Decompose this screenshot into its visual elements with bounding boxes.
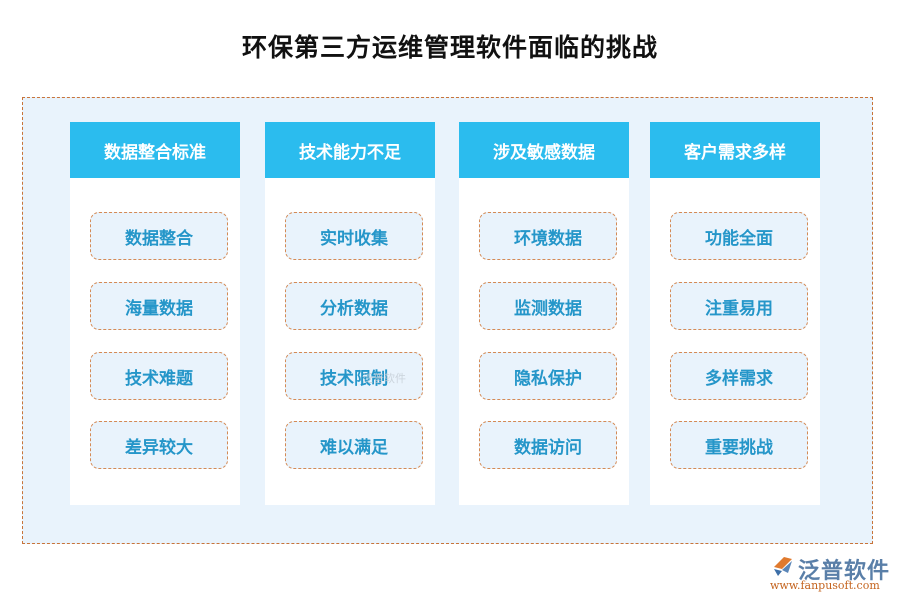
logo-url: www.fanpusoft.com xyxy=(770,579,880,592)
item-box: 监测数据 xyxy=(479,282,617,330)
column-customer-needs: 客户需求多样 功能全面 注重易用 多样需求 重要挑战 xyxy=(650,122,820,505)
item-box: 分析数据 xyxy=(285,282,423,330)
item-box: 数据访问 xyxy=(479,421,617,469)
column-header: 数据整合标准 xyxy=(70,122,240,178)
item-box: 隐私保护 xyxy=(479,352,617,400)
item-box: 难以满足 xyxy=(285,421,423,469)
column-sensitive-data: 涉及敏感数据 环境数据 监测数据 隐私保护 数据访问 xyxy=(459,122,629,505)
column-tech-capability: 技术能力不足 实时收集 分析数据 技术限制 难以满足 xyxy=(265,122,435,505)
item-box: 技术难题 xyxy=(90,352,228,400)
page-title: 环保第三方运维管理软件面临的挑战 xyxy=(241,33,658,62)
item-box: 海量数据 xyxy=(90,282,228,330)
watermark: 泛普软件 xyxy=(362,372,406,385)
column-data-standard: 数据整合标准 数据整合 海量数据 技术难题 差异较大 xyxy=(70,122,240,505)
item-box: 注重易用 xyxy=(670,282,808,330)
item-box: 重要挑战 xyxy=(670,421,808,469)
brand-logo: 泛普软件 www.fanpusoft.com xyxy=(768,553,898,597)
item-box: 技术限制 xyxy=(285,352,423,400)
column-header: 涉及敏感数据 xyxy=(459,122,629,178)
column-header: 客户需求多样 xyxy=(650,122,820,178)
item-box: 多样需求 xyxy=(670,352,808,400)
item-box: 环境数据 xyxy=(479,212,617,260)
column-header: 技术能力不足 xyxy=(265,122,435,178)
item-box: 实时收集 xyxy=(285,212,423,260)
logo-name: 泛普软件 xyxy=(798,559,891,584)
item-box: 功能全面 xyxy=(670,212,808,260)
item-box: 数据整合 xyxy=(90,212,228,260)
logo-icon xyxy=(774,557,792,576)
item-box: 差异较大 xyxy=(90,421,228,469)
